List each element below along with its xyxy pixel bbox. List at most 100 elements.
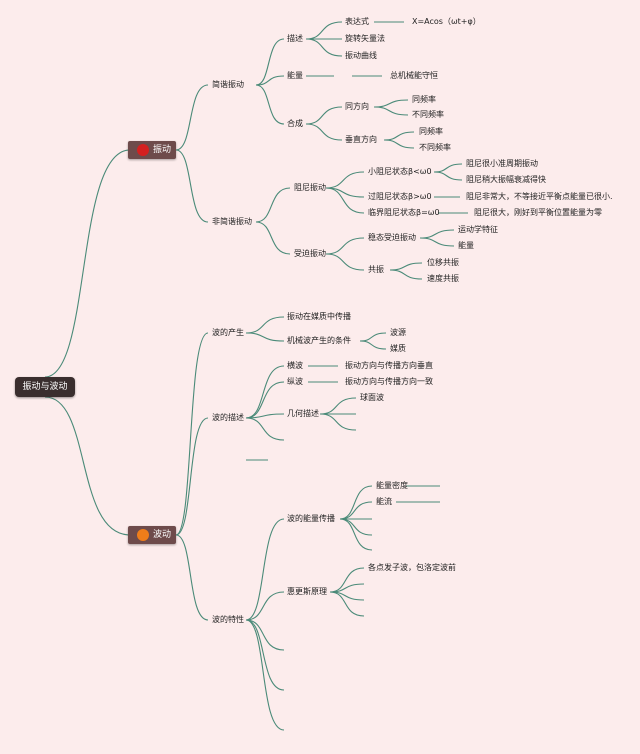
vibration-node[interactable]: 振动 (128, 141, 176, 159)
vibration-curve-node[interactable]: 振动曲线 (345, 51, 377, 60)
connector-31 (419, 237, 455, 247)
connector-52 (245, 591, 285, 621)
energy-conservation-node[interactable]: 总机械能守恒 (390, 71, 438, 80)
small-damping-a[interactable]: 阻尼很小准周期振动 (466, 159, 538, 168)
longitudinal-def-node[interactable]: 振动方向与传播方向一致 (345, 377, 433, 386)
connector-25 (433, 171, 463, 181)
wave-properties-node[interactable]: 波的特性 (212, 615, 244, 624)
connector-41 (245, 365, 285, 419)
wave-description-node[interactable]: 波的描述 (212, 413, 244, 422)
over-damping-a[interactable]: 阻尼非常大，不等接近平衡点能量已很小. (466, 192, 613, 201)
damped-node[interactable]: 阻尼振动 (294, 183, 326, 192)
connector-49 (319, 413, 357, 431)
critical-damping-node[interactable]: 临界阻尼状态β=ω0 (368, 208, 440, 217)
mechanical-wave-conditions-node[interactable]: 机械波产生的条件 (287, 336, 351, 345)
describe-node[interactable]: 描述 (287, 34, 303, 43)
connector-42 (245, 381, 285, 419)
huygens-statement-node[interactable]: 各点发子波，包洛定波前 (368, 563, 456, 572)
energy-node[interactable]: 能量 (287, 71, 303, 80)
wave-node[interactable]: 波动 (128, 526, 176, 544)
kinematic-feature-node[interactable]: 运动学特征 (458, 225, 498, 234)
connector-57 (339, 501, 373, 520)
formula-node[interactable]: X=Acos（ωt+φ） (412, 17, 481, 26)
perp-diff-freq[interactable]: 不同频率 (419, 143, 451, 152)
wave-label: 波动 (153, 530, 172, 540)
connector-19 (255, 187, 291, 223)
connector-1 (44, 396, 131, 536)
forced-node[interactable]: 受迫振动 (294, 249, 326, 258)
velocity-resonance[interactable]: 速度共振 (427, 274, 459, 283)
connector-59 (339, 518, 373, 536)
resonance-node[interactable]: 共振 (368, 265, 384, 274)
connector-38 (245, 332, 285, 342)
medium-node[interactable]: 媒质 (390, 344, 406, 353)
huygens-principle-node[interactable]: 惠更斯原理 (287, 587, 327, 596)
connector-16 (373, 106, 409, 116)
connector-54 (245, 619, 285, 691)
connector-9 (305, 38, 343, 57)
non-simple-harmonic-node[interactable]: 非简谐振动 (212, 217, 252, 226)
expression-node[interactable]: 表达式 (345, 17, 369, 26)
compose-node[interactable]: 合成 (287, 119, 303, 128)
connector-63 (329, 567, 365, 593)
connector-4 (255, 38, 285, 86)
wave-energy-transfer-node[interactable]: 波的能量传播 (287, 514, 335, 523)
vibration-label: 振动 (153, 145, 172, 155)
connector-33 (389, 269, 423, 280)
connector-34 (175, 332, 209, 536)
small-damping-node[interactable]: 小阻尼状态β<ω0 (368, 167, 432, 176)
connector-66 (329, 591, 365, 617)
critical-damping-a[interactable]: 阻尼很大，刚好到平衡位置能量为零 (474, 208, 602, 217)
same-dir-diff-freq[interactable]: 不同频率 (412, 110, 444, 119)
displacement-resonance[interactable]: 位移共振 (427, 258, 459, 267)
spherical-wave-node[interactable]: 球面波 (360, 393, 384, 402)
wave-source-node[interactable]: 波源 (390, 328, 406, 337)
simple-harmonic-node[interactable]: 简谐振动 (212, 80, 244, 89)
connector-60 (339, 518, 373, 551)
connector-18 (383, 139, 415, 149)
connector-36 (175, 534, 209, 621)
connector-17 (383, 131, 415, 141)
connector-24 (433, 163, 463, 173)
connector-35 (175, 417, 209, 536)
connector-2 (175, 84, 209, 151)
transverse-def-node[interactable]: 振动方向与传播方向垂直 (345, 361, 433, 370)
connector-20 (255, 221, 291, 255)
connector-51 (245, 518, 285, 621)
connector-23 (325, 187, 365, 214)
perpendicular-node[interactable]: 垂直方向 (345, 135, 377, 144)
connector-13 (305, 106, 343, 125)
longitudinal-node[interactable]: 纵波 (287, 377, 303, 386)
connector-14 (305, 123, 343, 141)
connector-6 (255, 84, 285, 125)
perp-same-freq[interactable]: 同频率 (419, 127, 443, 136)
steady-forced-node[interactable]: 稳态受迫振动 (368, 233, 416, 242)
connector-53 (245, 619, 285, 651)
over-damping-node[interactable]: 过阻尼状态β>ω0 (368, 192, 432, 201)
same-direction-node[interactable]: 同方向 (345, 102, 369, 111)
rotating-vector-node[interactable]: 旋转矢量法 (345, 34, 385, 43)
connector-15 (373, 99, 409, 108)
propagation-node[interactable]: 振动在媒质中传播 (287, 312, 351, 321)
connector-40 (359, 340, 387, 350)
connector-32 (389, 262, 423, 271)
red-circle-icon (137, 144, 149, 156)
connector-39 (359, 332, 387, 342)
transverse-node[interactable]: 横波 (287, 361, 303, 370)
steady-energy-node[interactable]: 能量 (458, 241, 474, 250)
small-damping-b[interactable]: 阻尼稍大振幅衰减得快 (466, 175, 546, 184)
connector-28 (325, 237, 365, 255)
same-dir-same-freq[interactable]: 同频率 (412, 95, 436, 104)
wave-generation-node[interactable]: 波的产生 (212, 328, 244, 337)
geometric-description-node[interactable]: 几何描述 (287, 409, 319, 418)
connector-21 (325, 171, 365, 189)
connector-55 (245, 619, 285, 731)
connector-29 (325, 253, 365, 271)
energy-density-node[interactable]: 能量密度 (376, 481, 408, 490)
connector-3 (175, 149, 209, 223)
connector-0 (44, 149, 131, 378)
energy-flow-node[interactable]: 能流 (376, 497, 392, 506)
root-node[interactable]: 振动与波动 (15, 377, 75, 397)
connector-5 (255, 75, 285, 86)
